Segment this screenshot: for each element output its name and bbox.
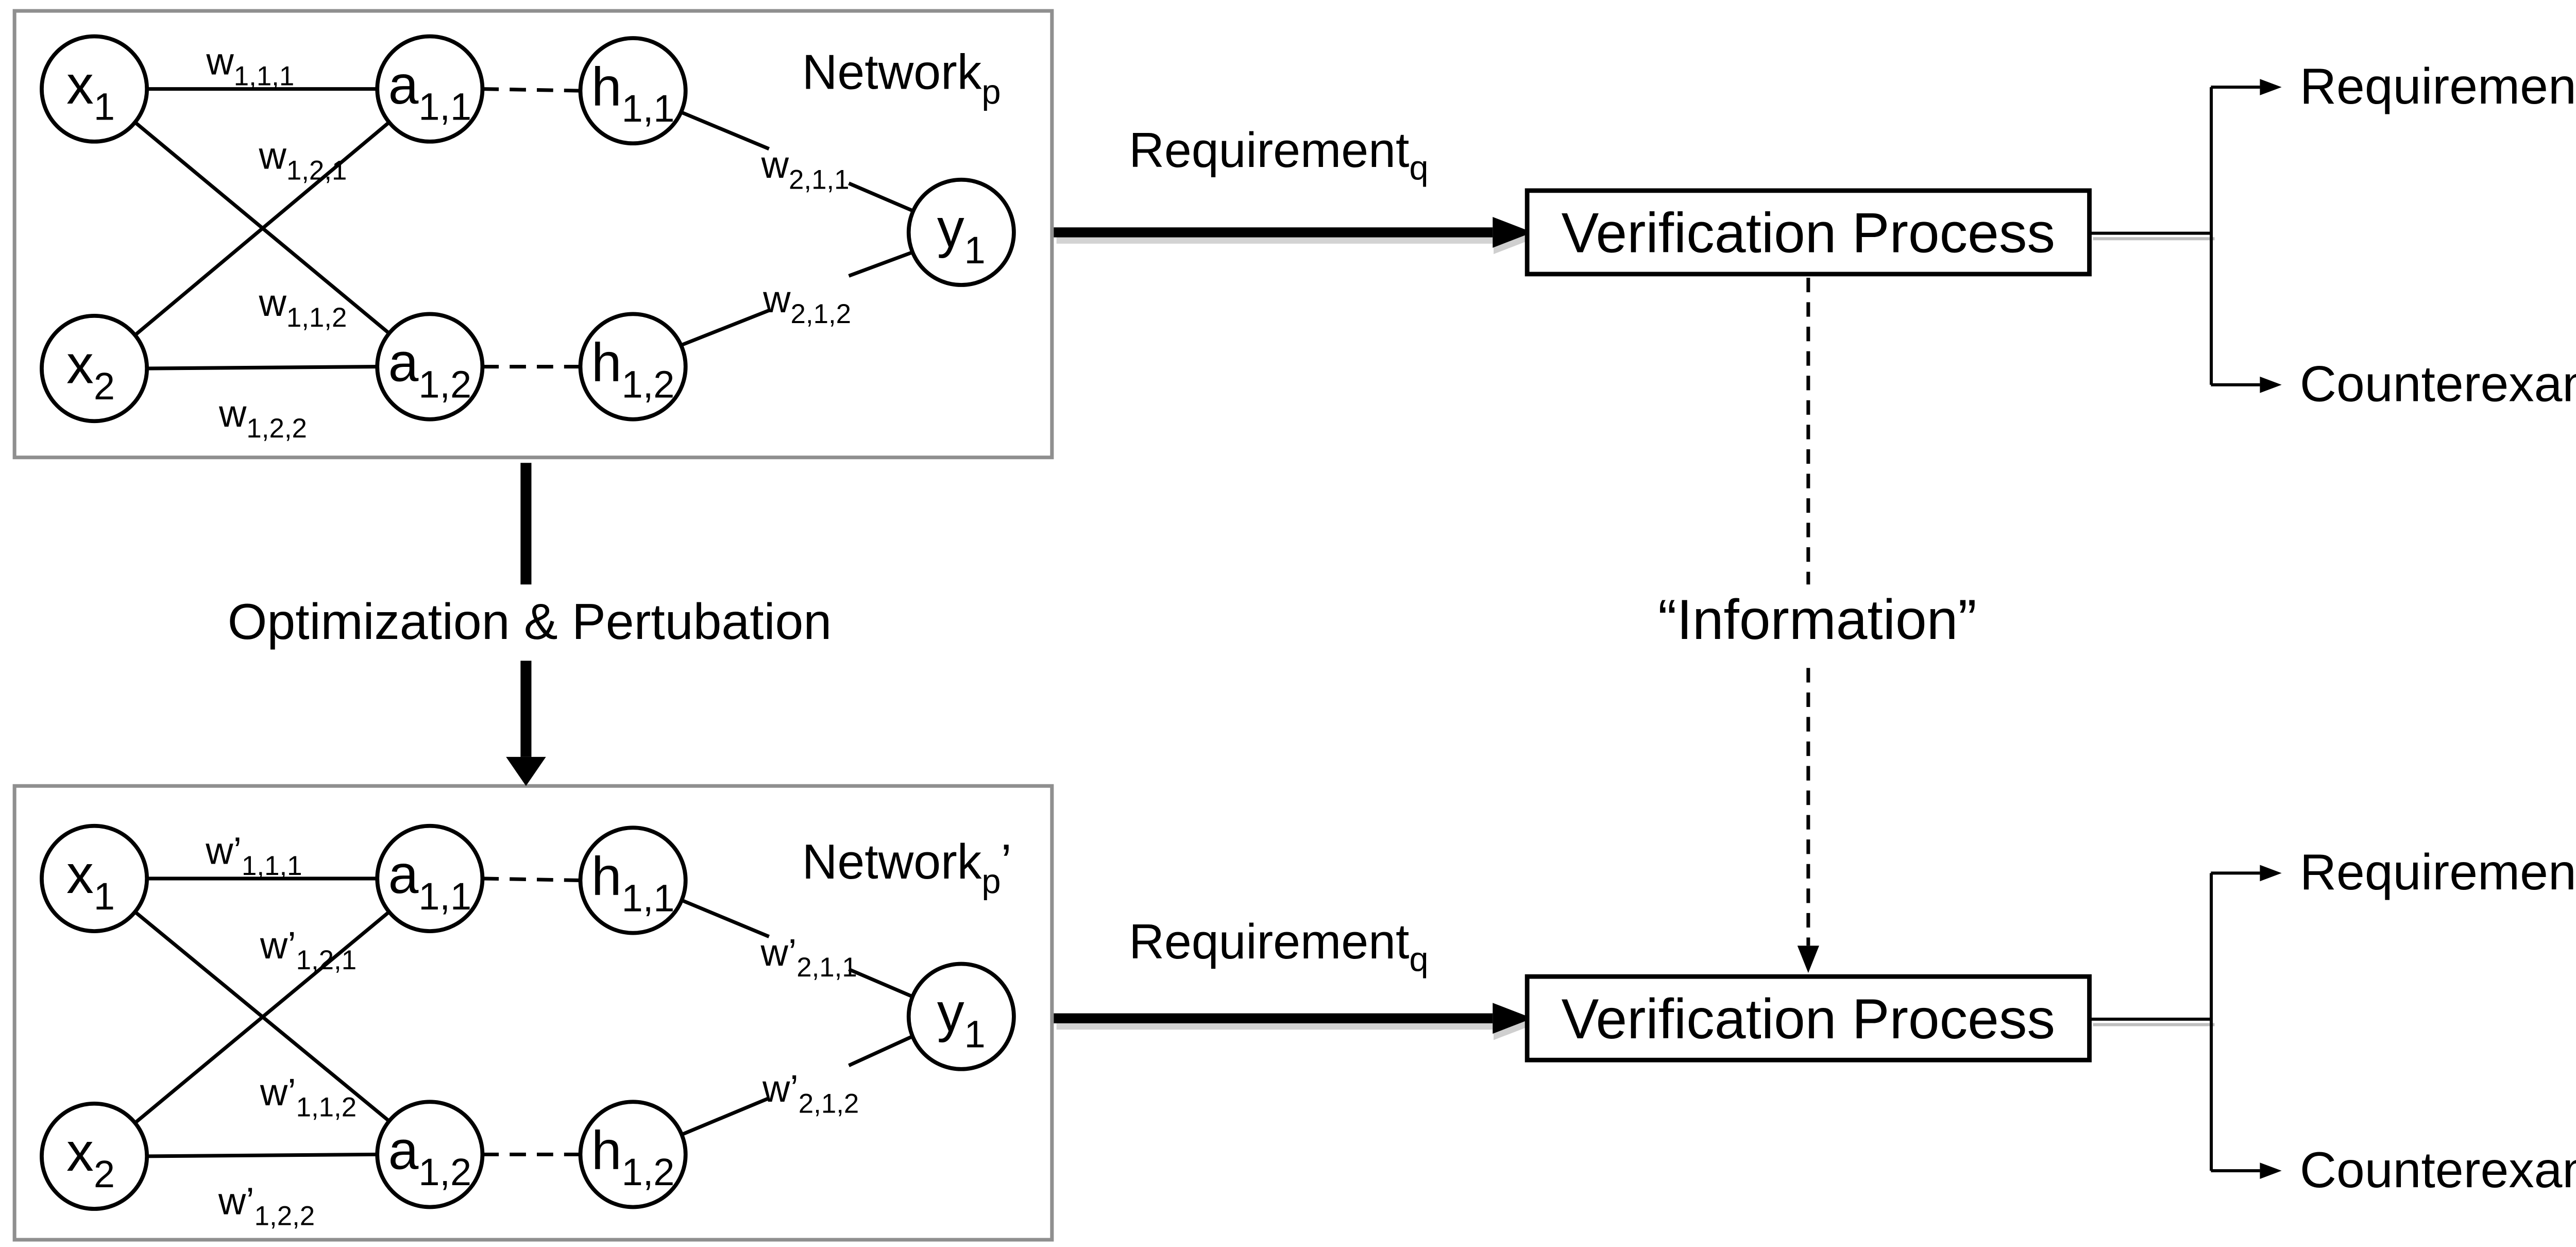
node-h12-b <box>578 1100 688 1209</box>
network-top-box <box>12 9 1054 460</box>
weight-wp112: w’1,1,2 <box>260 1071 357 1122</box>
requirement-label-top: Requirementq <box>1129 123 1428 188</box>
node-a12-b <box>375 1100 485 1209</box>
verification-box-bottom <box>1524 974 2092 1063</box>
edge-h12-y1-seg2 <box>848 250 913 278</box>
flow-top: Requirementq Verification Process Requir… <box>1054 58 2576 412</box>
node-x2-label: x2 <box>66 334 115 408</box>
node-h11-b <box>578 825 688 935</box>
node-h11-label: h1,1 <box>591 56 674 130</box>
node-y1-label: y1 <box>937 198 986 272</box>
edge-h12-y1-seg2-b <box>848 1035 913 1067</box>
edge-h11-y1-seg1-b <box>681 898 770 938</box>
information-arrow: “Information” <box>1658 277 1977 973</box>
network-top-title: Networkp <box>802 45 1001 111</box>
network-top: Networkp x1 x2 a1,1 a1,2 h1,1 h1,2 y1 w1… <box>12 9 1054 460</box>
node-x2-label-b: x2 <box>66 1122 115 1195</box>
weight-wp211: w’2,1,1 <box>760 931 857 983</box>
node-h12-label: h1,2 <box>591 332 674 406</box>
weight-wp122: w’1,2,2 <box>218 1180 315 1232</box>
outcome-holds-top: Requirement Holds <box>2300 58 2576 114</box>
outcome-holds-arrowhead-top-icon <box>2260 79 2282 95</box>
weight-wp121: w’1,2,1 <box>260 924 357 975</box>
network-bottom: Networkp’ x1 x2 a1,1 a1,2 h1,1 h1,2 y1 w… <box>12 784 1054 1242</box>
node-h12 <box>578 312 688 422</box>
weight-w111: w1,1,1 <box>206 40 294 91</box>
weight-w211: w2,1,1 <box>761 143 850 195</box>
node-x1-label: x1 <box>66 55 115 128</box>
edge-x2-a12-b <box>147 1152 378 1158</box>
edge-x2-a11-b <box>133 909 392 1125</box>
outcome-holds-arrowhead-bottom-icon <box>2260 865 2282 882</box>
node-h12-label-b: h1,2 <box>591 1120 674 1194</box>
edge-h12-y1-seg1-b <box>681 1096 770 1136</box>
requirement-label-bottom: Requirementq <box>1129 915 1428 979</box>
weight-w122: w1,2,2 <box>218 392 307 444</box>
node-a12-label: a1,2 <box>388 332 471 406</box>
edge-h11-y1-seg1 <box>681 111 770 151</box>
node-y1-label-b: y1 <box>937 982 986 1056</box>
weight-wp212: w’2,1,2 <box>762 1067 859 1119</box>
weight-w212: w2,1,2 <box>762 278 851 329</box>
verification-label-bottom: Verification Process <box>1562 988 2055 1051</box>
weight-w121: w1,2,1 <box>258 134 347 186</box>
node-x1-b <box>40 823 149 933</box>
outcome-holds-bottom: Requirement Holds <box>2300 844 2576 900</box>
optimization-arrowhead-icon <box>506 756 546 786</box>
outcome-cex-bottom: Counterexample Exists <box>2300 1141 2576 1198</box>
verification-label-top: Verification Process <box>1562 202 2055 265</box>
node-x1-label-b: x1 <box>66 844 115 918</box>
node-y1 <box>906 177 1016 287</box>
node-x2-b <box>40 1101 149 1211</box>
outcome-cex-arrowhead-bottom-icon <box>2260 1162 2282 1179</box>
main-arrow-top-head-icon <box>1493 216 1533 248</box>
optimization-label: Optimization & Pertubation <box>228 593 832 650</box>
node-a11-b <box>375 823 485 933</box>
edge-h12-y1-seg1 <box>681 309 770 347</box>
edge-h11-y1-seg2-b <box>848 967 913 999</box>
edge-h11-y1-seg2 <box>848 181 913 212</box>
information-arrowhead-icon <box>1797 946 1819 973</box>
outcome-cex-top: Counterexample Exists <box>2300 355 2576 412</box>
node-a11 <box>375 34 485 144</box>
node-x1 <box>40 34 149 144</box>
node-a11-label-b: a1,1 <box>388 844 471 918</box>
node-x2 <box>40 314 149 424</box>
node-h11-label-b: h1,1 <box>591 846 674 920</box>
flow-bottom: Requirementq Verification Process Requir… <box>1054 844 2576 1198</box>
node-y1-b <box>906 962 1016 1071</box>
node-a12-label-b: a1,2 <box>388 1120 471 1194</box>
node-h11 <box>578 36 688 146</box>
main-arrow-bottom-head-icon <box>1493 1003 1533 1034</box>
edge-x2-a12 <box>147 365 378 370</box>
node-a11-label: a1,1 <box>388 55 471 128</box>
edge-a11-h11-dashed-b <box>482 877 581 882</box>
weight-w112: w1,1,2 <box>258 281 347 333</box>
network-bottom-box <box>12 784 1054 1242</box>
optimization-arrow: Optimization & Pertubation <box>228 463 832 786</box>
network-bottom-title: Networkp’ <box>802 835 1012 901</box>
outcome-cex-arrowhead-top-icon <box>2260 376 2282 393</box>
edge-x2-a11 <box>133 120 392 338</box>
edge-a11-h11-dashed <box>482 87 581 93</box>
information-label: “Information” <box>1658 588 1977 651</box>
weight-wp111: w’1,1,1 <box>205 830 302 881</box>
node-a12 <box>375 312 485 422</box>
